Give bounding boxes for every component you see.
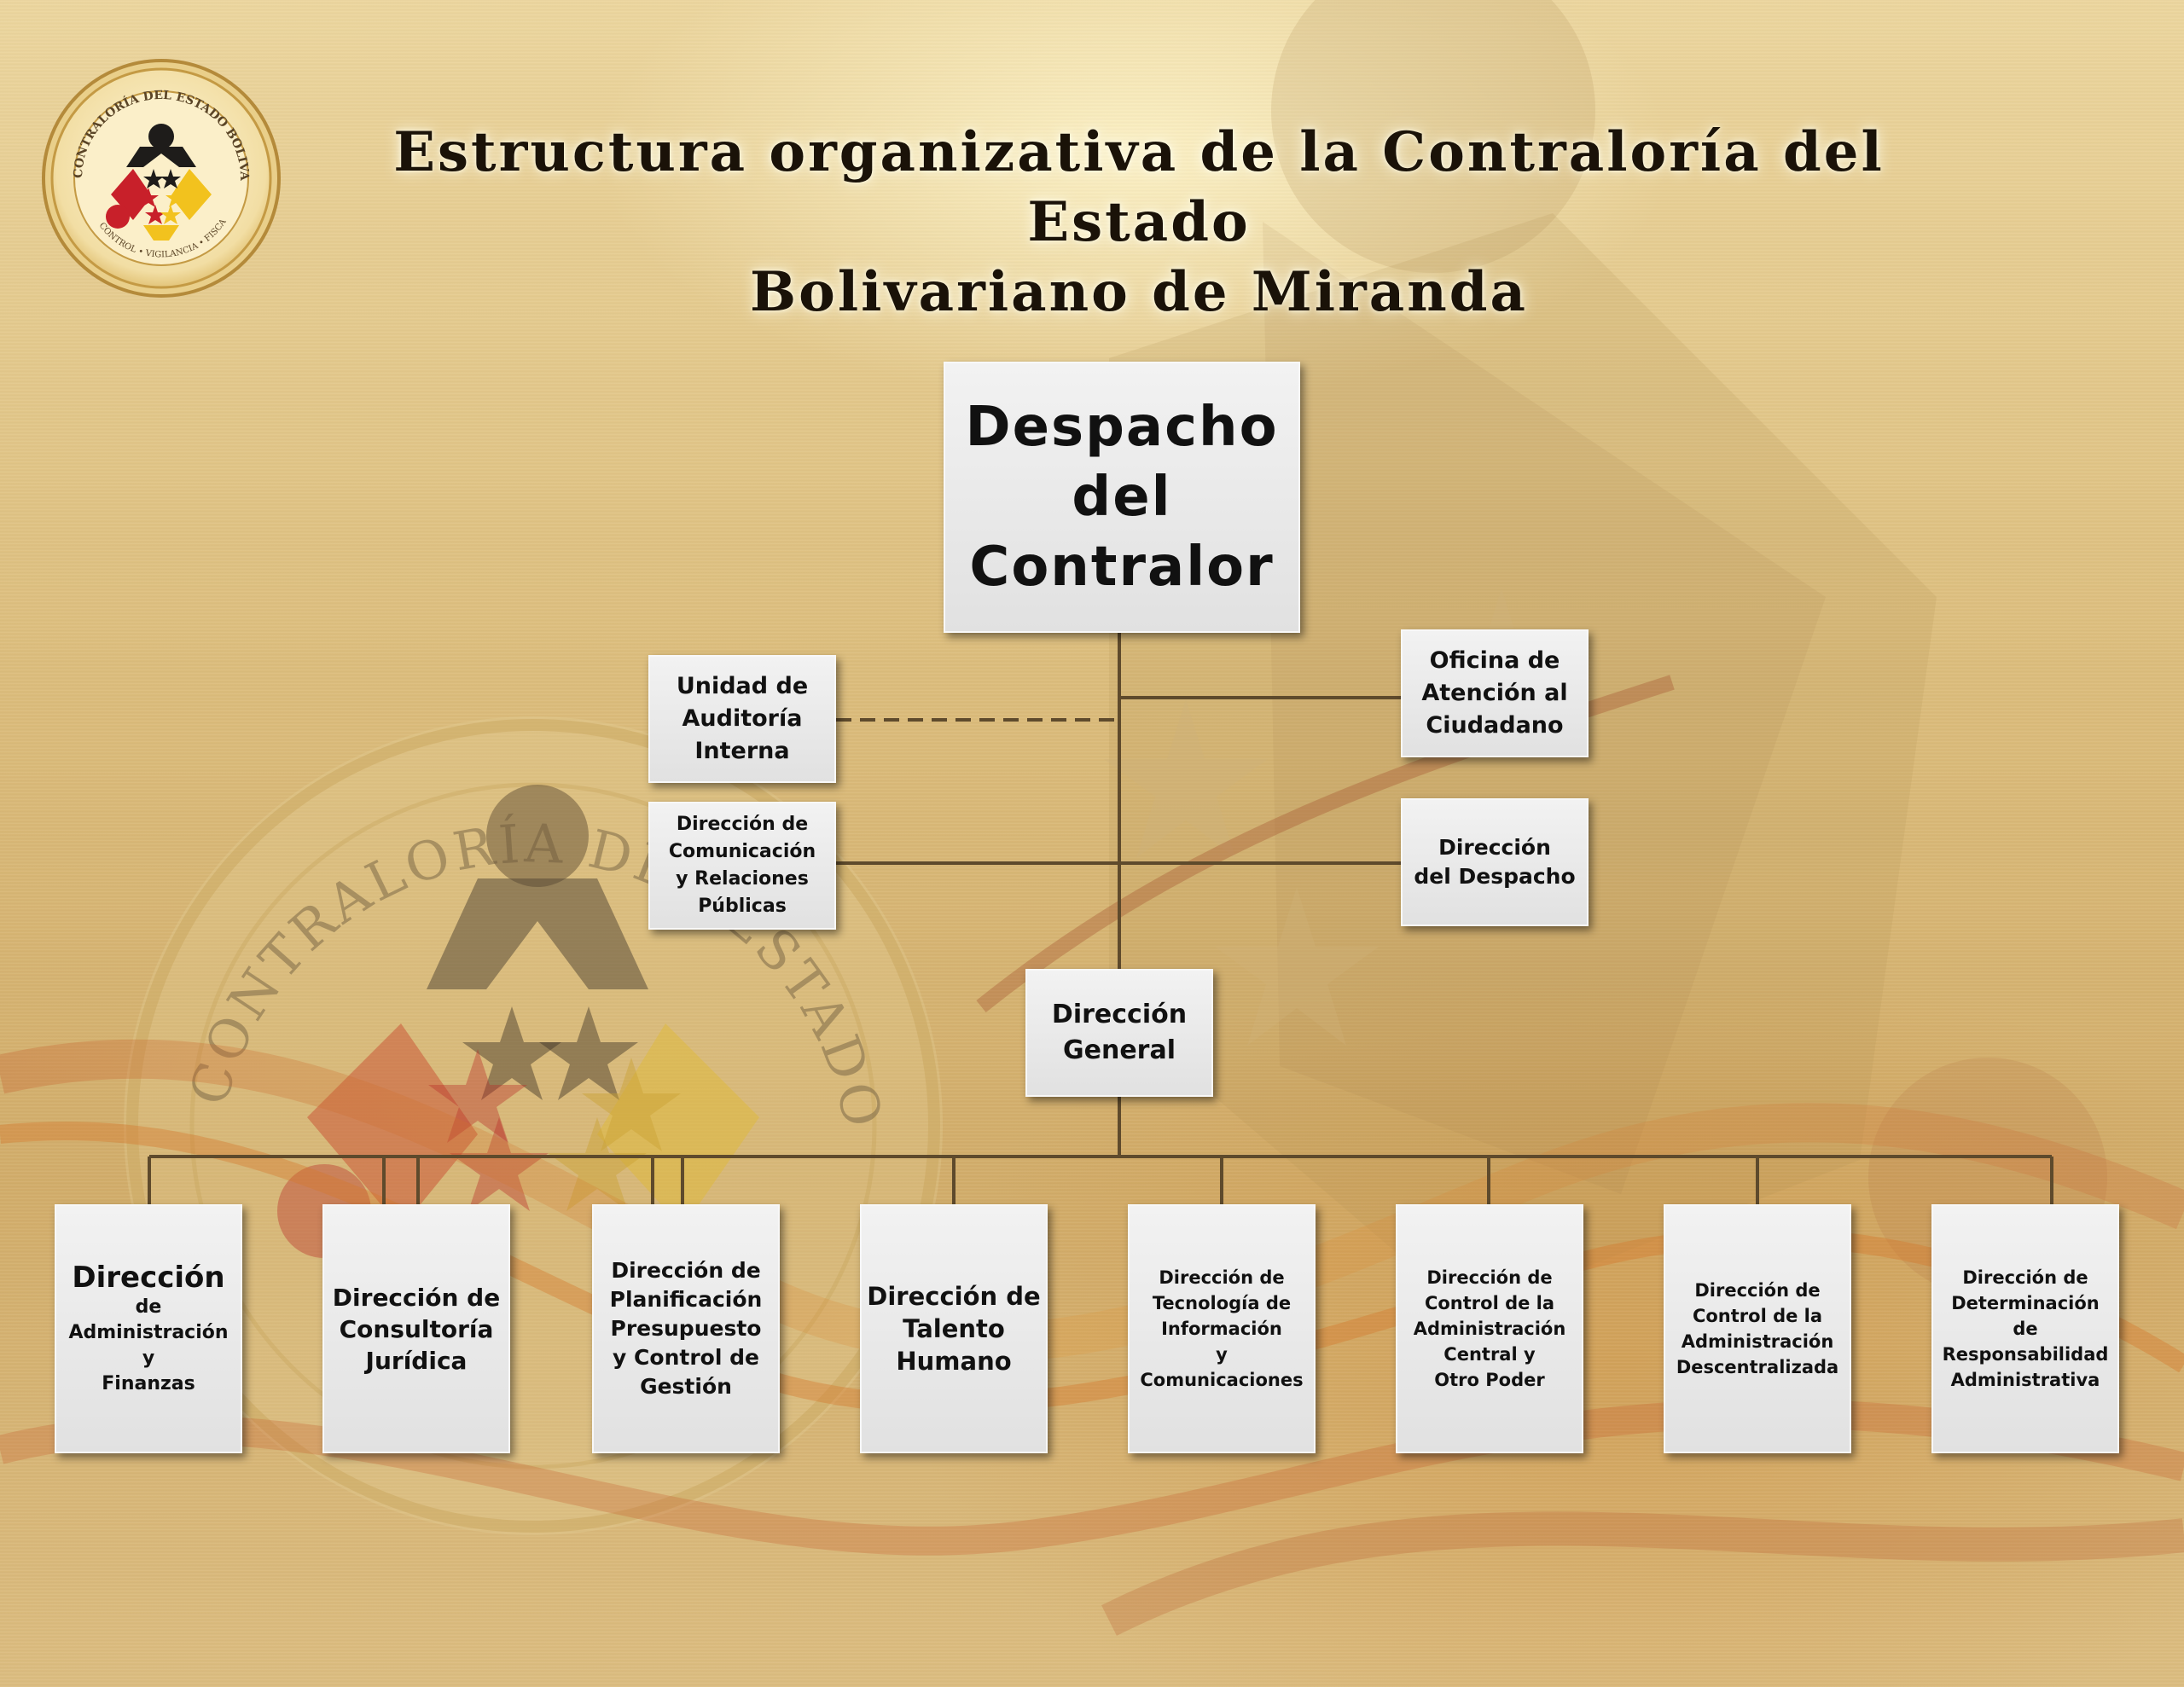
planificacion-label: Dirección de Planificación Presupuesto y… bbox=[609, 1258, 763, 1399]
administracion-rest: de Administración y Finanzas bbox=[68, 1296, 229, 1394]
box-direccion-general: Dirección General bbox=[1025, 969, 1213, 1097]
box-direccion-talento-humano: Dirección de Talento Humano bbox=[860, 1204, 1048, 1453]
box-direccion-del-despacho: Dirección del Despacho bbox=[1401, 798, 1589, 926]
box-despacho-del-contralor: Despacho del Contralor bbox=[944, 362, 1300, 633]
talento-label: Dirección de Talento Humano bbox=[867, 1282, 1041, 1376]
despacho-label: Despacho del Contralor bbox=[965, 396, 1279, 599]
oficina-label: Oficina de Atención al Ciudadano bbox=[1421, 647, 1568, 739]
title-line-1: Estructura organizativa de la Contralorí… bbox=[393, 120, 1885, 254]
determinacion-label: Dirección de Determinación de Responsabi… bbox=[1942, 1267, 2109, 1390]
direccion-despacho-label: Dirección del Despacho bbox=[1414, 835, 1576, 889]
auditoria-label: Unidad de Auditoría Interna bbox=[676, 673, 809, 764]
tecnologia-label: Dirección de Tecnología de Información y… bbox=[1140, 1267, 1304, 1390]
box-direccion-planificacion: Dirección de Planificación Presupuesto y… bbox=[592, 1204, 780, 1453]
box-direccion-comunicacion: Dirección de Comunicación y Relaciones P… bbox=[648, 802, 836, 930]
administracion-lead: Dirección bbox=[72, 1261, 225, 1295]
box-oficina-atencion-ciudadano: Oficina de Atención al Ciudadano bbox=[1401, 629, 1589, 757]
title-line-2: Bolivariano de Miranda bbox=[750, 260, 1528, 324]
direccion-general-label: Dirección General bbox=[1051, 1000, 1188, 1065]
box-unidad-auditoria-interna: Unidad de Auditoría Interna bbox=[648, 655, 836, 783]
box-direccion-control-descentralizada: Dirección de Control de la Administració… bbox=[1664, 1204, 1851, 1453]
page-title: Estructura organizativa de la Contralorí… bbox=[290, 118, 1988, 328]
administracion-text: Dirección de Administración y Finanzas bbox=[68, 1261, 228, 1397]
box-direccion-control-central: Dirección de Control de la Administració… bbox=[1396, 1204, 1583, 1453]
control-descentralizada-label: Dirección de Control de la Administració… bbox=[1676, 1280, 1839, 1377]
box-direccion-determinacion: Dirección de Determinación de Responsabi… bbox=[1931, 1204, 2119, 1453]
control-central-label: Dirección de Control de la Administració… bbox=[1413, 1267, 1566, 1390]
consultoria-label: Dirección de Consultoría Jurídica bbox=[332, 1283, 501, 1375]
box-direccion-consultoria-juridica: Dirección de Consultoría Jurídica bbox=[322, 1204, 510, 1453]
box-direccion-administracion-finanzas: Dirección de Administración y Finanzas bbox=[55, 1204, 242, 1453]
comunicacion-label: Dirección de Comunicación y Relaciones P… bbox=[668, 814, 816, 917]
box-direccion-tecnologia: Dirección de Tecnología de Información y… bbox=[1128, 1204, 1316, 1453]
